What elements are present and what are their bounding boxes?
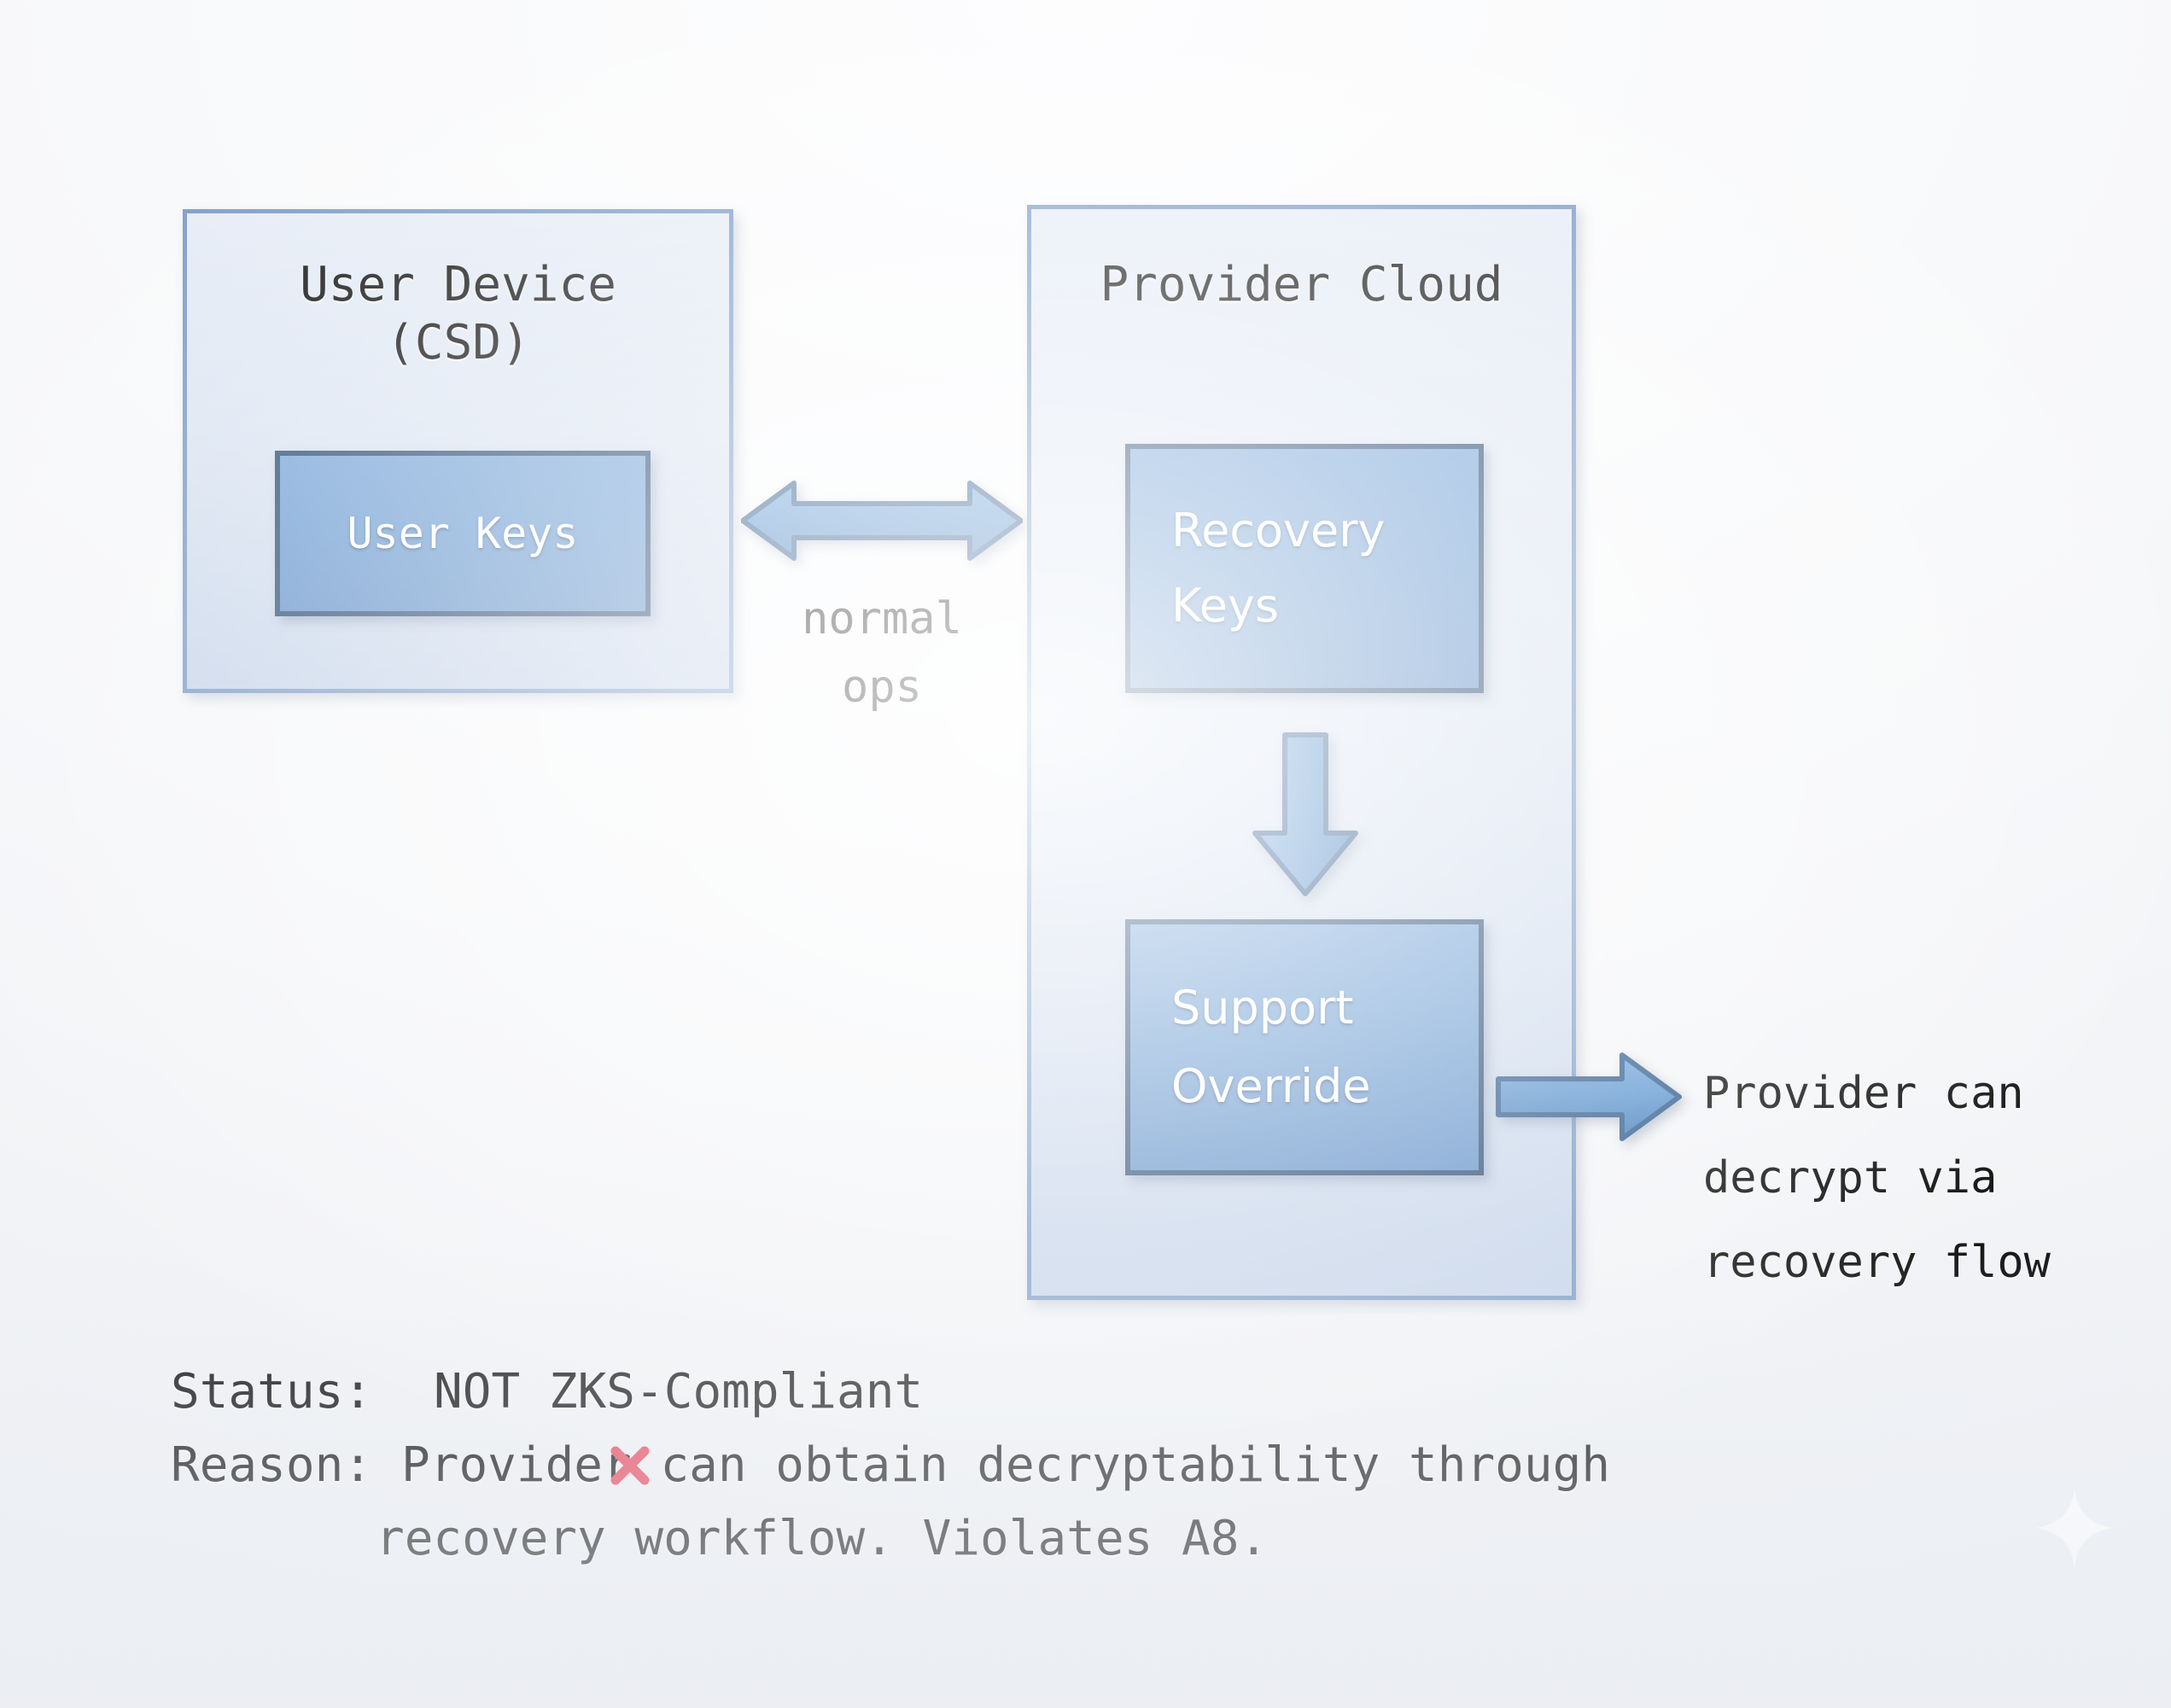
reason-label: Reason: [171,1437,373,1493]
arrow-right-override-outflow [1496,1052,1682,1141]
zone-provider-cloud-title: Provider Cloud [1100,257,1503,312]
arrow-down-recovery-to-override [1252,732,1358,896]
block-support-override[interactable]: Support Override [1125,919,1484,1175]
status-value: NOT ZKS-Compliant [434,1364,924,1419]
sparkle-watermark-icon [2035,1489,2114,1567]
block-support-override-label: Support Override [1171,981,1371,1113]
block-recovery-keys[interactable]: Recovery Keys [1125,444,1484,693]
block-recovery-keys-label: Recovery Keys [1171,504,1386,632]
verdict-block: Status: NOT ZKS-Compliant Reason: Provid… [171,1355,1610,1576]
double-arrow-normal-ops [741,481,1023,561]
status-label: Status: [171,1364,373,1419]
zone-user-device-title: User Device (CSD) [300,257,616,370]
status-line: Status: NOT ZKS-Compliant [171,1355,1610,1485]
block-user-keys[interactable]: User Keys [275,451,651,616]
block-user-keys-label: User Keys [347,509,579,558]
label-override-outflow: Provider can decrypt via recovery flow [1703,1068,2051,1288]
cross-mark-icon [377,1362,650,1485]
label-normal-ops: normal ops [802,593,962,713]
